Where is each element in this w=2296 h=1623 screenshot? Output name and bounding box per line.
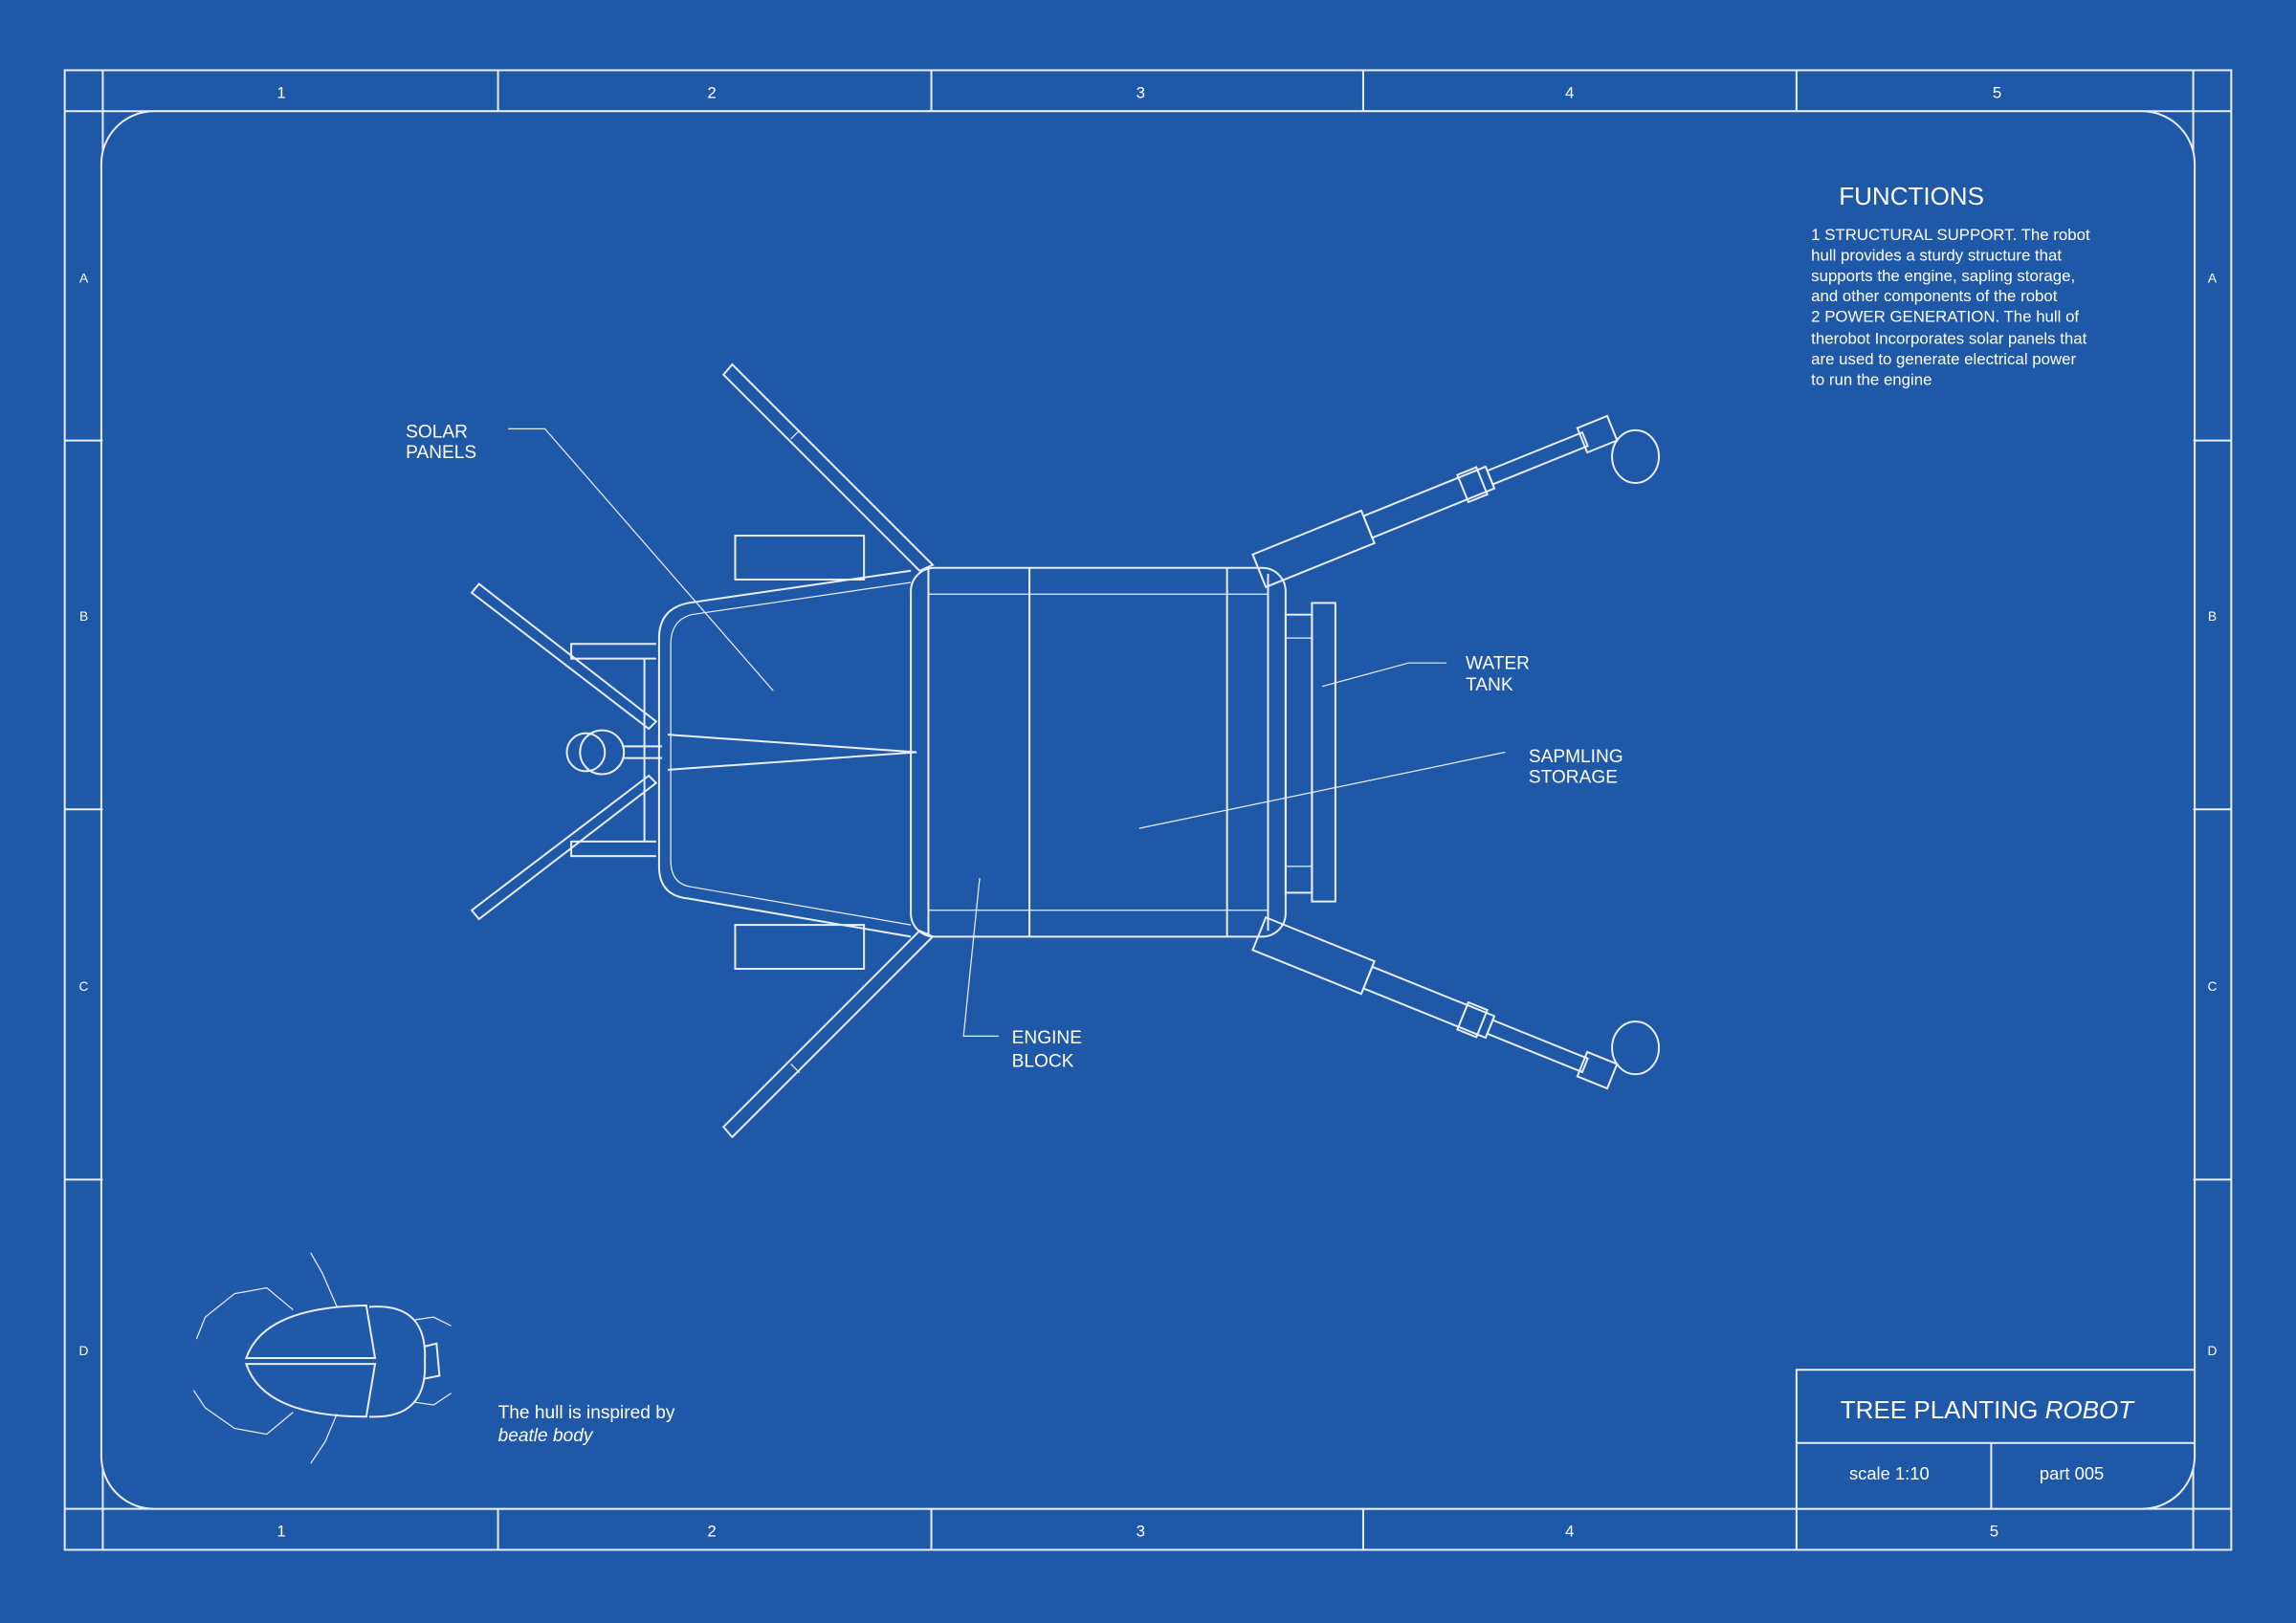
inspiration-line2: beatle body — [498, 1426, 594, 1446]
robot-top-view — [470, 362, 1661, 1139]
callout-text: PANELS — [406, 443, 476, 463]
callout-text: TANK — [1466, 675, 1513, 695]
col-label: 1 — [276, 84, 285, 102]
functions-line: therobot Incorporates solar panels that — [1811, 330, 2086, 348]
part-label: part 005 — [2040, 1463, 2104, 1483]
col-label: 3 — [1137, 1523, 1145, 1541]
row-label: A — [79, 271, 89, 285]
scale-label: scale 1:10 — [1849, 1463, 1930, 1483]
row-label: B — [79, 609, 88, 624]
functions-line: hull provides a sturdy structure that — [1811, 246, 2062, 264]
callout-solar-panels: SOLAR PANELS — [406, 423, 774, 691]
functions-line: 2 POWER GENERATION. The hull of — [1811, 308, 2079, 326]
col-label: 5 — [1993, 84, 2001, 102]
functions-line: to run the engine — [1811, 370, 1932, 388]
row-labels-left: A B C D — [79, 271, 89, 1358]
functions-line: are used to generate electrical power — [1811, 350, 2076, 368]
callout-text: STORAGE — [1529, 768, 1618, 788]
drawing-frame — [63, 69, 2233, 1551]
row-label: C — [2207, 979, 2217, 994]
beetle-sketch — [182, 1240, 460, 1476]
row-label: D — [79, 1344, 89, 1358]
col-label: 4 — [1565, 84, 1574, 102]
row-label: A — [2208, 271, 2218, 285]
callout-text: SAPMLING — [1529, 747, 1623, 767]
col-label: 3 — [1137, 84, 1145, 102]
row-label: C — [79, 979, 89, 994]
callout-text: ENGINE — [1012, 1028, 1082, 1048]
callout-text: SOLAR — [406, 423, 468, 443]
functions-line: 1 STRUCTURAL SUPPORT. The robot — [1811, 226, 2090, 244]
col-label: 4 — [1565, 1523, 1574, 1541]
callout-sapling-storage: SAPMLING STORAGE — [1138, 747, 1623, 829]
functions-title: FUNCTIONS — [1839, 182, 1984, 210]
col-label: 1 — [276, 1523, 285, 1541]
row-labels-right: A B C D — [2207, 271, 2217, 1358]
row-label: D — [2207, 1344, 2217, 1358]
functions-line: supports the engine, sapling storage, — [1811, 267, 2075, 285]
col-label: 2 — [707, 1523, 716, 1541]
callout-engine-block: ENGINE BLOCK — [962, 878, 1082, 1072]
solar-panel-arms — [470, 362, 935, 1139]
title-block: TREE PLANTING ROBOT scale 1:10 part 005 — [1795, 1369, 2196, 1509]
col-label: 2 — [707, 84, 716, 102]
callout-text: BLOCK — [1012, 1052, 1074, 1072]
functions-line: and other components of the robot — [1811, 287, 2058, 305]
functions-panel: FUNCTIONS 1 STRUCTURAL SUPPORT. The robo… — [1811, 182, 2090, 388]
drawing-title: TREE PLANTING ROBOT — [1841, 1395, 2135, 1424]
row-label: B — [2208, 609, 2217, 624]
column-labels-top: 1 2 3 4 5 — [276, 84, 2001, 102]
callout-text: WATER — [1466, 653, 1530, 673]
col-label: 5 — [1990, 1523, 1998, 1541]
inspiration-line1: The hull is inspired by — [498, 1403, 675, 1423]
column-labels-bottom: 1 2 3 4 5 — [276, 1523, 1998, 1541]
callout-water-tank: WATER TANK — [1321, 653, 1530, 695]
